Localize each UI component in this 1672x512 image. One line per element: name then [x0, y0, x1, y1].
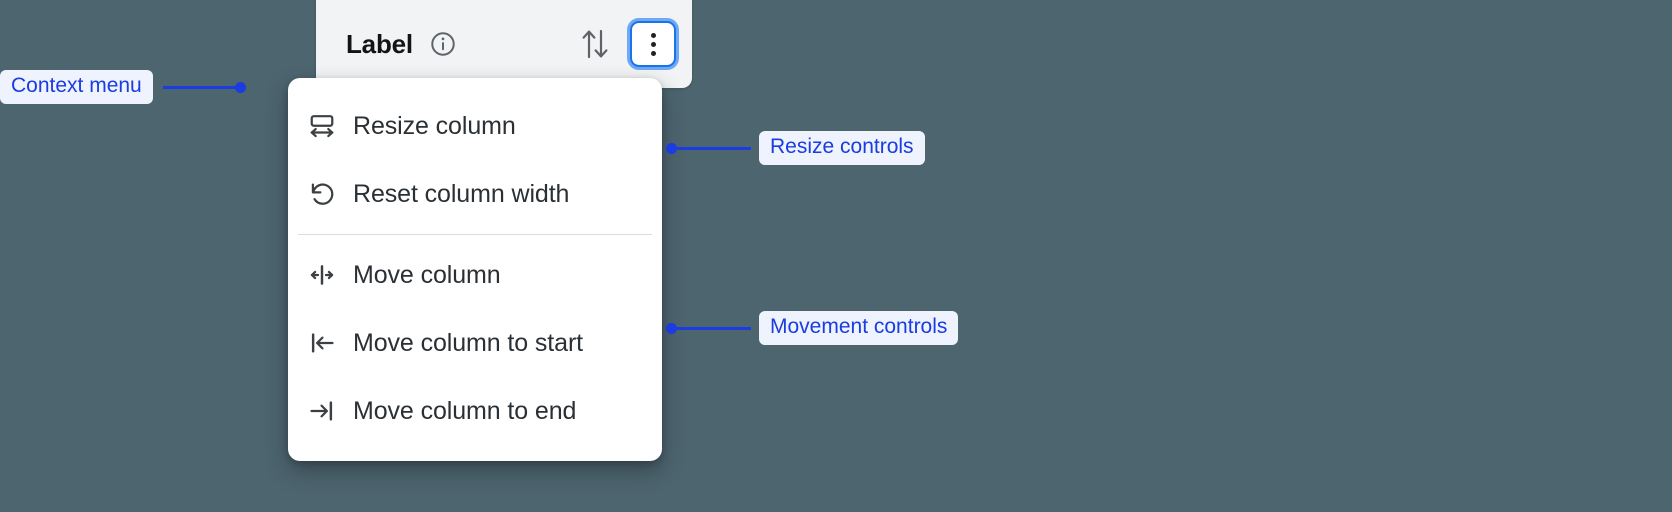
column-header-panel: Label	[316, 0, 692, 88]
annotation-label: Resize controls	[759, 131, 925, 165]
annotation-label: Context menu	[0, 70, 153, 104]
menu-item-label: Move column	[353, 260, 501, 289]
more-options-kebab-icon	[650, 32, 656, 56]
column-context-menu: Resize column Reset column width	[288, 78, 662, 461]
menu-item-label: Move column to end	[353, 396, 577, 425]
info-circle-icon[interactable]	[429, 30, 457, 58]
annotation-endpoint-dot	[666, 322, 677, 334]
annotation-context-menu: Context menu	[0, 70, 246, 104]
annotation-resize-controls: Resize controls	[666, 131, 925, 165]
menu-item-move-column-to-end[interactable]: Move column to end	[288, 377, 662, 445]
annotation-movement-controls: Movement controls	[666, 311, 959, 345]
menu-item-label: Move column to start	[353, 328, 584, 357]
annotation-endpoint-dot	[666, 142, 677, 154]
more-options-kebab-button[interactable]	[630, 21, 676, 67]
move-to-end-icon	[308, 397, 342, 425]
annotation-endpoint-dot	[234, 81, 246, 93]
move-to-start-icon	[308, 329, 342, 357]
menu-divider	[298, 234, 652, 235]
menu-item-move-column[interactable]: Move column	[288, 241, 662, 309]
menu-item-reset-column-width[interactable]: Reset column width	[288, 160, 662, 228]
annotation-leader-line	[677, 326, 751, 330]
menu-item-label: Resize column	[353, 111, 516, 140]
annotation-leader-line	[677, 146, 751, 150]
move-column-icon	[308, 261, 342, 289]
annotation-label: Movement controls	[759, 311, 959, 345]
page-title: Label	[346, 28, 413, 59]
menu-item-move-column-to-start[interactable]: Move column to start	[288, 309, 662, 377]
annotation-leader-line	[162, 85, 235, 89]
menu-item-resize-column[interactable]: Resize column	[288, 92, 662, 160]
reset-undo-icon	[308, 180, 342, 208]
menu-item-label: Reset column width	[353, 179, 570, 208]
sort-arrows-icon[interactable]	[578, 26, 612, 62]
resize-column-icon	[308, 112, 342, 140]
